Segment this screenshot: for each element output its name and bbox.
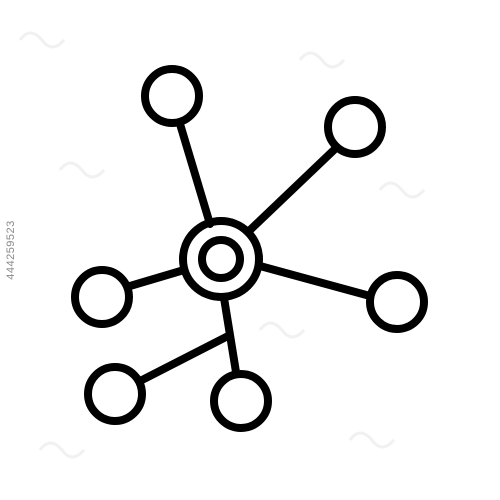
node-right	[366, 271, 428, 333]
edge-top	[176, 120, 214, 228]
edge-branch-lower-left	[138, 332, 232, 384]
edge-left	[126, 266, 188, 290]
node-top-right	[324, 96, 386, 158]
stock-id-text: 444259523	[5, 220, 17, 280]
edge-top-right	[244, 144, 340, 236]
node-left	[71, 266, 133, 328]
node-top	[141, 65, 203, 127]
hub-outer-ring	[179, 217, 263, 301]
node-bottom	[210, 370, 272, 432]
hub-inner-ring	[198, 236, 244, 282]
stock-id-label: 444259523	[0, 0, 22, 500]
edge-right	[256, 262, 374, 300]
adobe-stock-watermark	[18, 31, 426, 459]
node-lower-left	[84, 363, 146, 425]
